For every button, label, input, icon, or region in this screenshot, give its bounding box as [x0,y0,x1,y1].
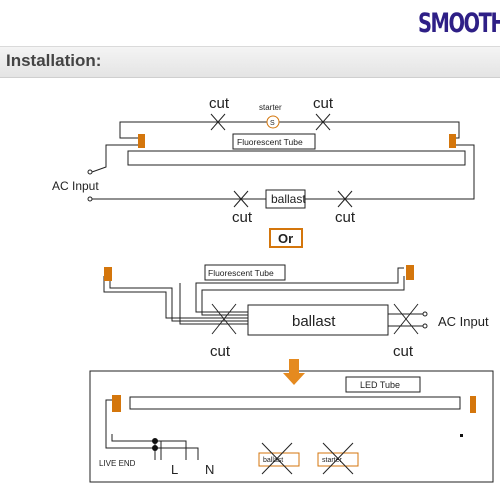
ballast-box-2 [247,304,389,336]
diagram-1-wiring [87,121,475,209]
ballast-label-1: ballast [271,192,306,206]
ballast-box-1 [265,189,306,209]
or-box [269,228,303,248]
diagram-2-wiring [103,264,428,336]
led-tube-label-box [345,376,421,393]
pin-d1-right [449,134,456,148]
n-label: N [205,462,214,477]
pin-d3-left [112,395,121,412]
tube-label-box-1 [232,133,316,150]
removed-ballast-label: ballast [263,457,283,464]
removed-ballast-box [258,452,300,467]
tube-pins [104,134,476,413]
cut-label-d2-1: cut [210,343,231,360]
pin-d2-right [406,265,414,280]
removed-starter-label: starter [322,457,343,464]
cut-label-d1-3: cut [232,209,253,226]
ac-input-label-2: AC Input [438,314,489,329]
removed-starter-box [317,452,359,467]
section-header-bar [0,46,500,78]
diagram-3-wiring [105,376,461,475]
section-title: Installation: [6,51,102,70]
l-label: L [171,462,178,477]
starter-label: starter [259,103,282,112]
led-tube-label: LED Tube [360,380,400,390]
or-label: Or [278,231,293,246]
pin-d1-left [138,134,145,148]
cut-marks-1 [210,113,353,208]
down-arrow-icon [283,359,305,385]
pin-d3-right [470,396,476,413]
pin-d2-left [104,267,112,281]
junction-dot-2 [152,445,158,451]
cut-label-d1-4: cut [335,209,356,226]
ballast-label-2: ballast [292,313,336,330]
terminal-marker [460,434,463,437]
live-end-label: LIVE END [99,459,136,468]
starter-symbol [266,115,280,129]
starter-symbol-letter: S [270,120,275,127]
tube-label-2: Fluorescent Tube [208,268,274,278]
cut-marks-2 [211,303,419,335]
fluorescent-tube-1 [127,150,466,166]
tube-label-1: Fluorescent Tube [237,137,303,147]
cut-label-d2-2: cut [393,343,414,360]
junction-dot-1 [152,438,158,444]
led-tube-body [129,396,461,410]
cut-label-d1-2: cut [313,95,334,112]
cut-label-d1-1: cut [209,95,230,112]
tube-label-box-2 [204,264,286,281]
ac-input-label-1: AC Input [52,179,99,193]
brand-logo: SMOOTH [418,8,500,39]
